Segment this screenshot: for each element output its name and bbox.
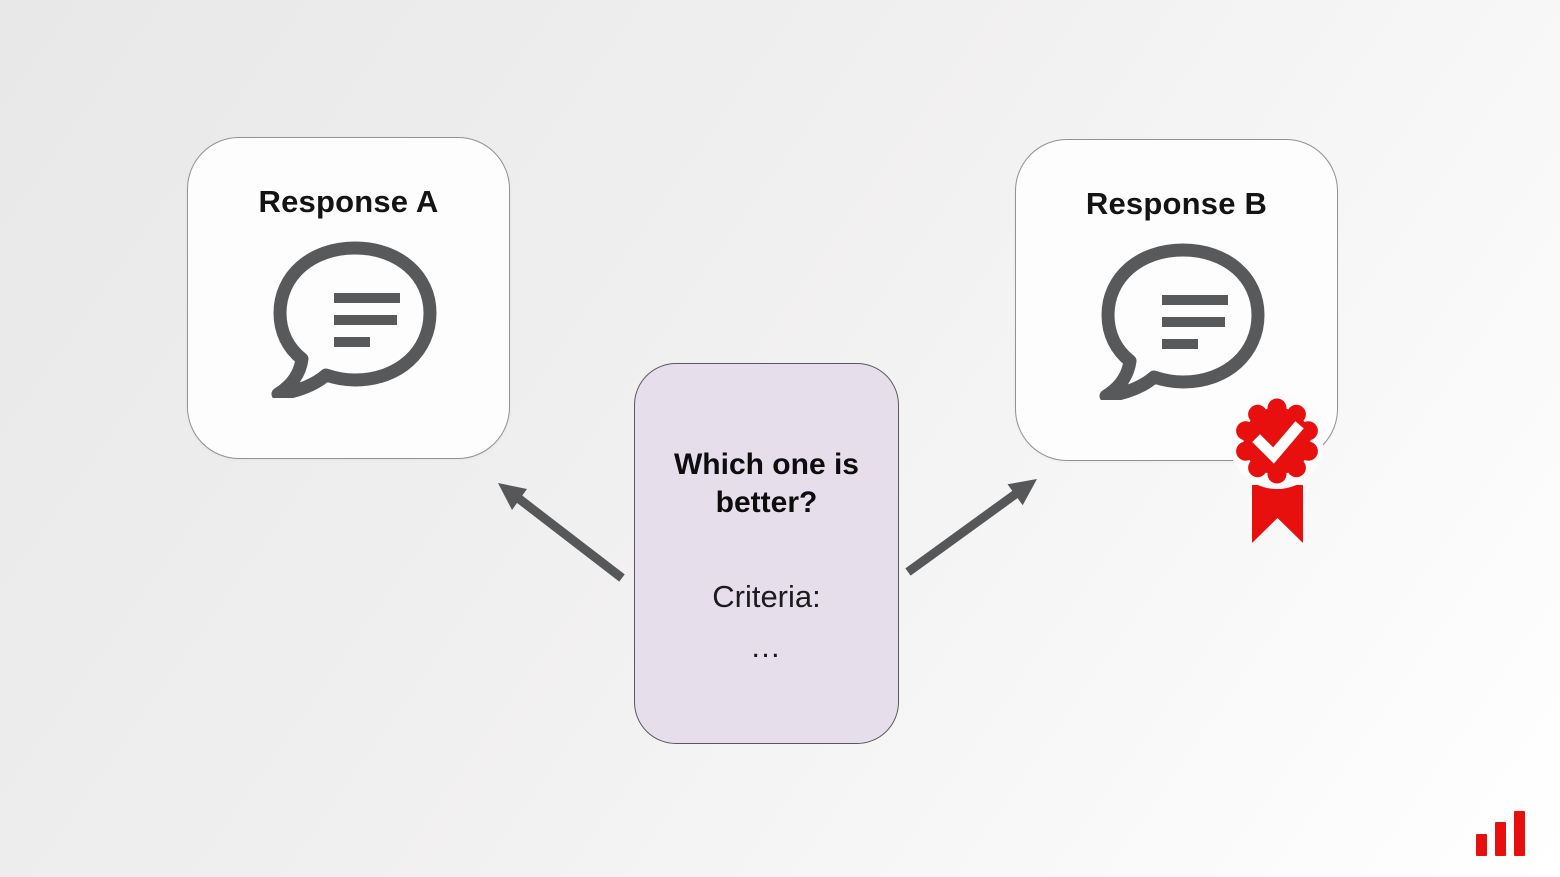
award-ribbon-check-icon <box>1231 394 1323 543</box>
question-text: Which one is better? <box>673 448 859 520</box>
response-a-title: Response A <box>258 184 439 219</box>
response-b-title: Response B <box>1085 186 1268 221</box>
speech-bubble-icon <box>271 241 436 398</box>
criteria-label: Criteria: <box>712 578 821 614</box>
speech-bubble-icon <box>1099 243 1264 400</box>
criteria-ellipsis: … <box>750 628 783 664</box>
arrow-to-response-a <box>498 483 625 582</box>
response-a-card: Response A <box>187 137 510 459</box>
logo-bar-tall <box>1514 811 1525 856</box>
bar-chart-logo-icon <box>1476 811 1525 856</box>
arrow-to-response-b <box>905 479 1037 576</box>
question-box: Which one is better? Criteria: … <box>634 363 899 744</box>
logo-bar-small <box>1476 834 1487 856</box>
logo-bar-medium <box>1495 822 1506 856</box>
